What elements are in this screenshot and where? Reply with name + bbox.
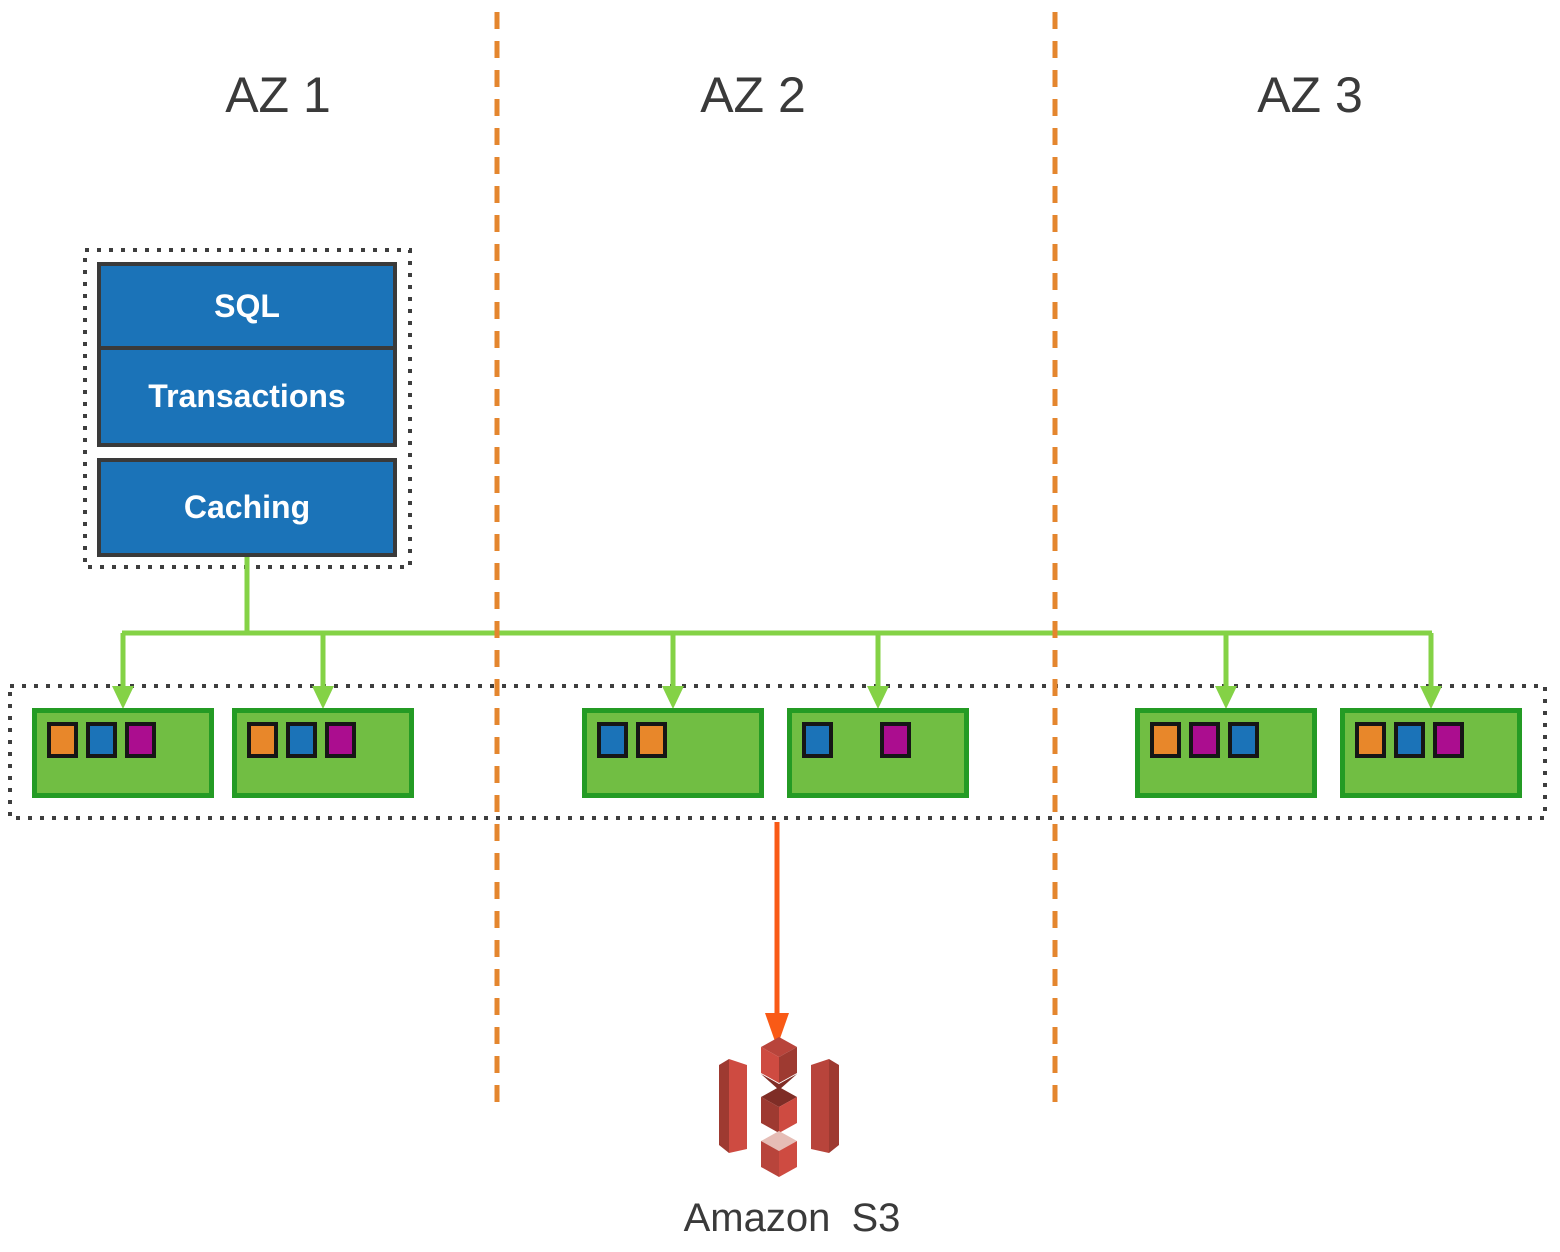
storage-drop-arrows bbox=[112, 633, 1442, 709]
storage-node-3 bbox=[582, 708, 764, 798]
amazon-s3-label: Amazon S3 bbox=[683, 1196, 901, 1240]
storage-segment-blue bbox=[802, 722, 833, 758]
storage-segment-magenta bbox=[1189, 722, 1220, 758]
az-label-3: AZ 3 bbox=[1257, 67, 1363, 123]
drop-arrowhead-5 bbox=[1215, 686, 1237, 709]
storage-segment-orange bbox=[1355, 722, 1386, 758]
storage-segment-blue bbox=[286, 722, 317, 758]
storage-node-1 bbox=[32, 708, 214, 798]
drop-arrowhead-3 bbox=[662, 686, 684, 709]
sql-layer-box: SQL bbox=[97, 262, 397, 350]
storage-segment-orange bbox=[47, 722, 78, 758]
storage-node-2 bbox=[232, 708, 414, 798]
drop-arrowhead-4 bbox=[867, 686, 889, 709]
storage-group-border bbox=[8, 684, 1547, 820]
storage-segment-orange bbox=[1150, 722, 1181, 758]
storage-segment-blue bbox=[1228, 722, 1259, 758]
drop-arrowhead-1 bbox=[112, 686, 134, 709]
storage-segment-orange bbox=[247, 722, 278, 758]
storage-segment-orange bbox=[636, 722, 667, 758]
storage-segment-magenta bbox=[1433, 722, 1464, 758]
drop-arrowhead-2 bbox=[312, 686, 334, 709]
az-label-1: AZ 1 bbox=[225, 67, 331, 123]
drop-arrowhead-6 bbox=[1420, 686, 1442, 709]
storage-to-s3-arrowhead bbox=[765, 1013, 789, 1047]
storage-node-5 bbox=[1135, 708, 1317, 798]
storage-segment-blue bbox=[597, 722, 628, 758]
storage-segment-blue bbox=[86, 722, 117, 758]
storage-segment-magenta bbox=[880, 722, 911, 758]
storage-segment-magenta bbox=[325, 722, 356, 758]
storage-segment-blue bbox=[1394, 722, 1425, 758]
amazon-s3-icon bbox=[719, 1037, 839, 1177]
storage-segment-magenta bbox=[125, 722, 156, 758]
transactions-layer-box: Transactions bbox=[97, 350, 397, 447]
storage-node-4 bbox=[787, 708, 969, 798]
storage-node-6 bbox=[1340, 708, 1522, 798]
az-label-2: AZ 2 bbox=[700, 67, 806, 123]
caching-layer-box: Caching bbox=[97, 458, 397, 557]
